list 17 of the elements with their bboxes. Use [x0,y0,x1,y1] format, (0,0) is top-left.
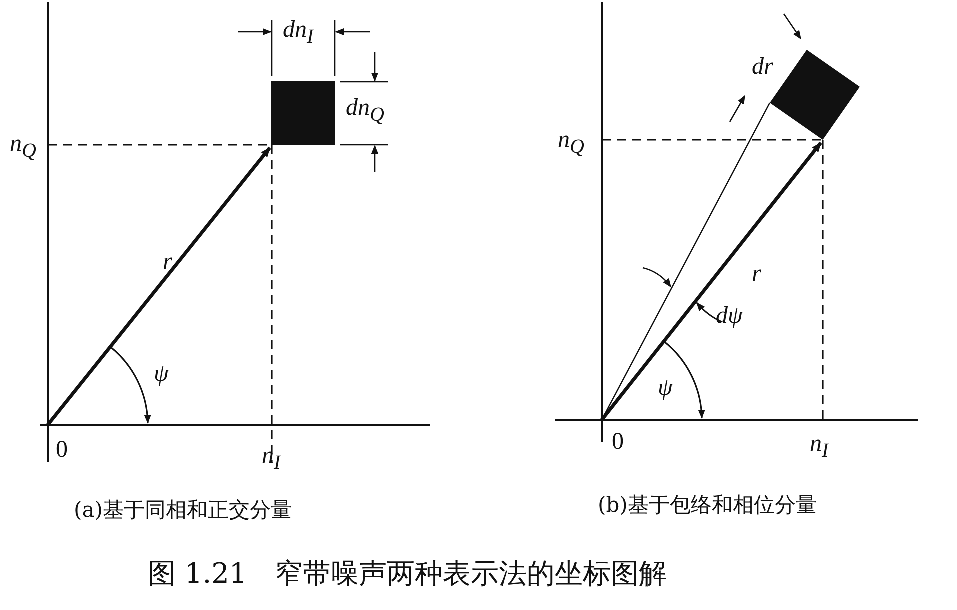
angle-label: ψ [658,376,673,400]
panel-caption: (b)基于包络和相位分量 [598,495,817,516]
axis-label: n$_{I}$ [262,444,281,473]
axis-label: n$_{Q}$ [10,132,36,161]
angle-label: dψ [716,304,743,328]
axis-label: n$_{Q}$ [558,128,584,157]
figure-caption: 图 1.21 窄带噪声两种表示法的坐标图解 [148,560,668,588]
dimension-label: dn$_{Q}$ [346,96,384,125]
dimension-label: dr [752,55,774,79]
axis-label: n$_{I}$ [810,432,829,461]
vector-label: r [752,262,762,286]
panel-caption: (a)基于同相和正交分量 [74,500,292,521]
origin-label: 0 [612,430,624,454]
dimension-label: dn$_{I}$ [283,18,314,47]
angle-label: ψ [154,362,169,386]
origin-label: 0 [56,438,68,462]
vector-label: r [163,250,172,274]
